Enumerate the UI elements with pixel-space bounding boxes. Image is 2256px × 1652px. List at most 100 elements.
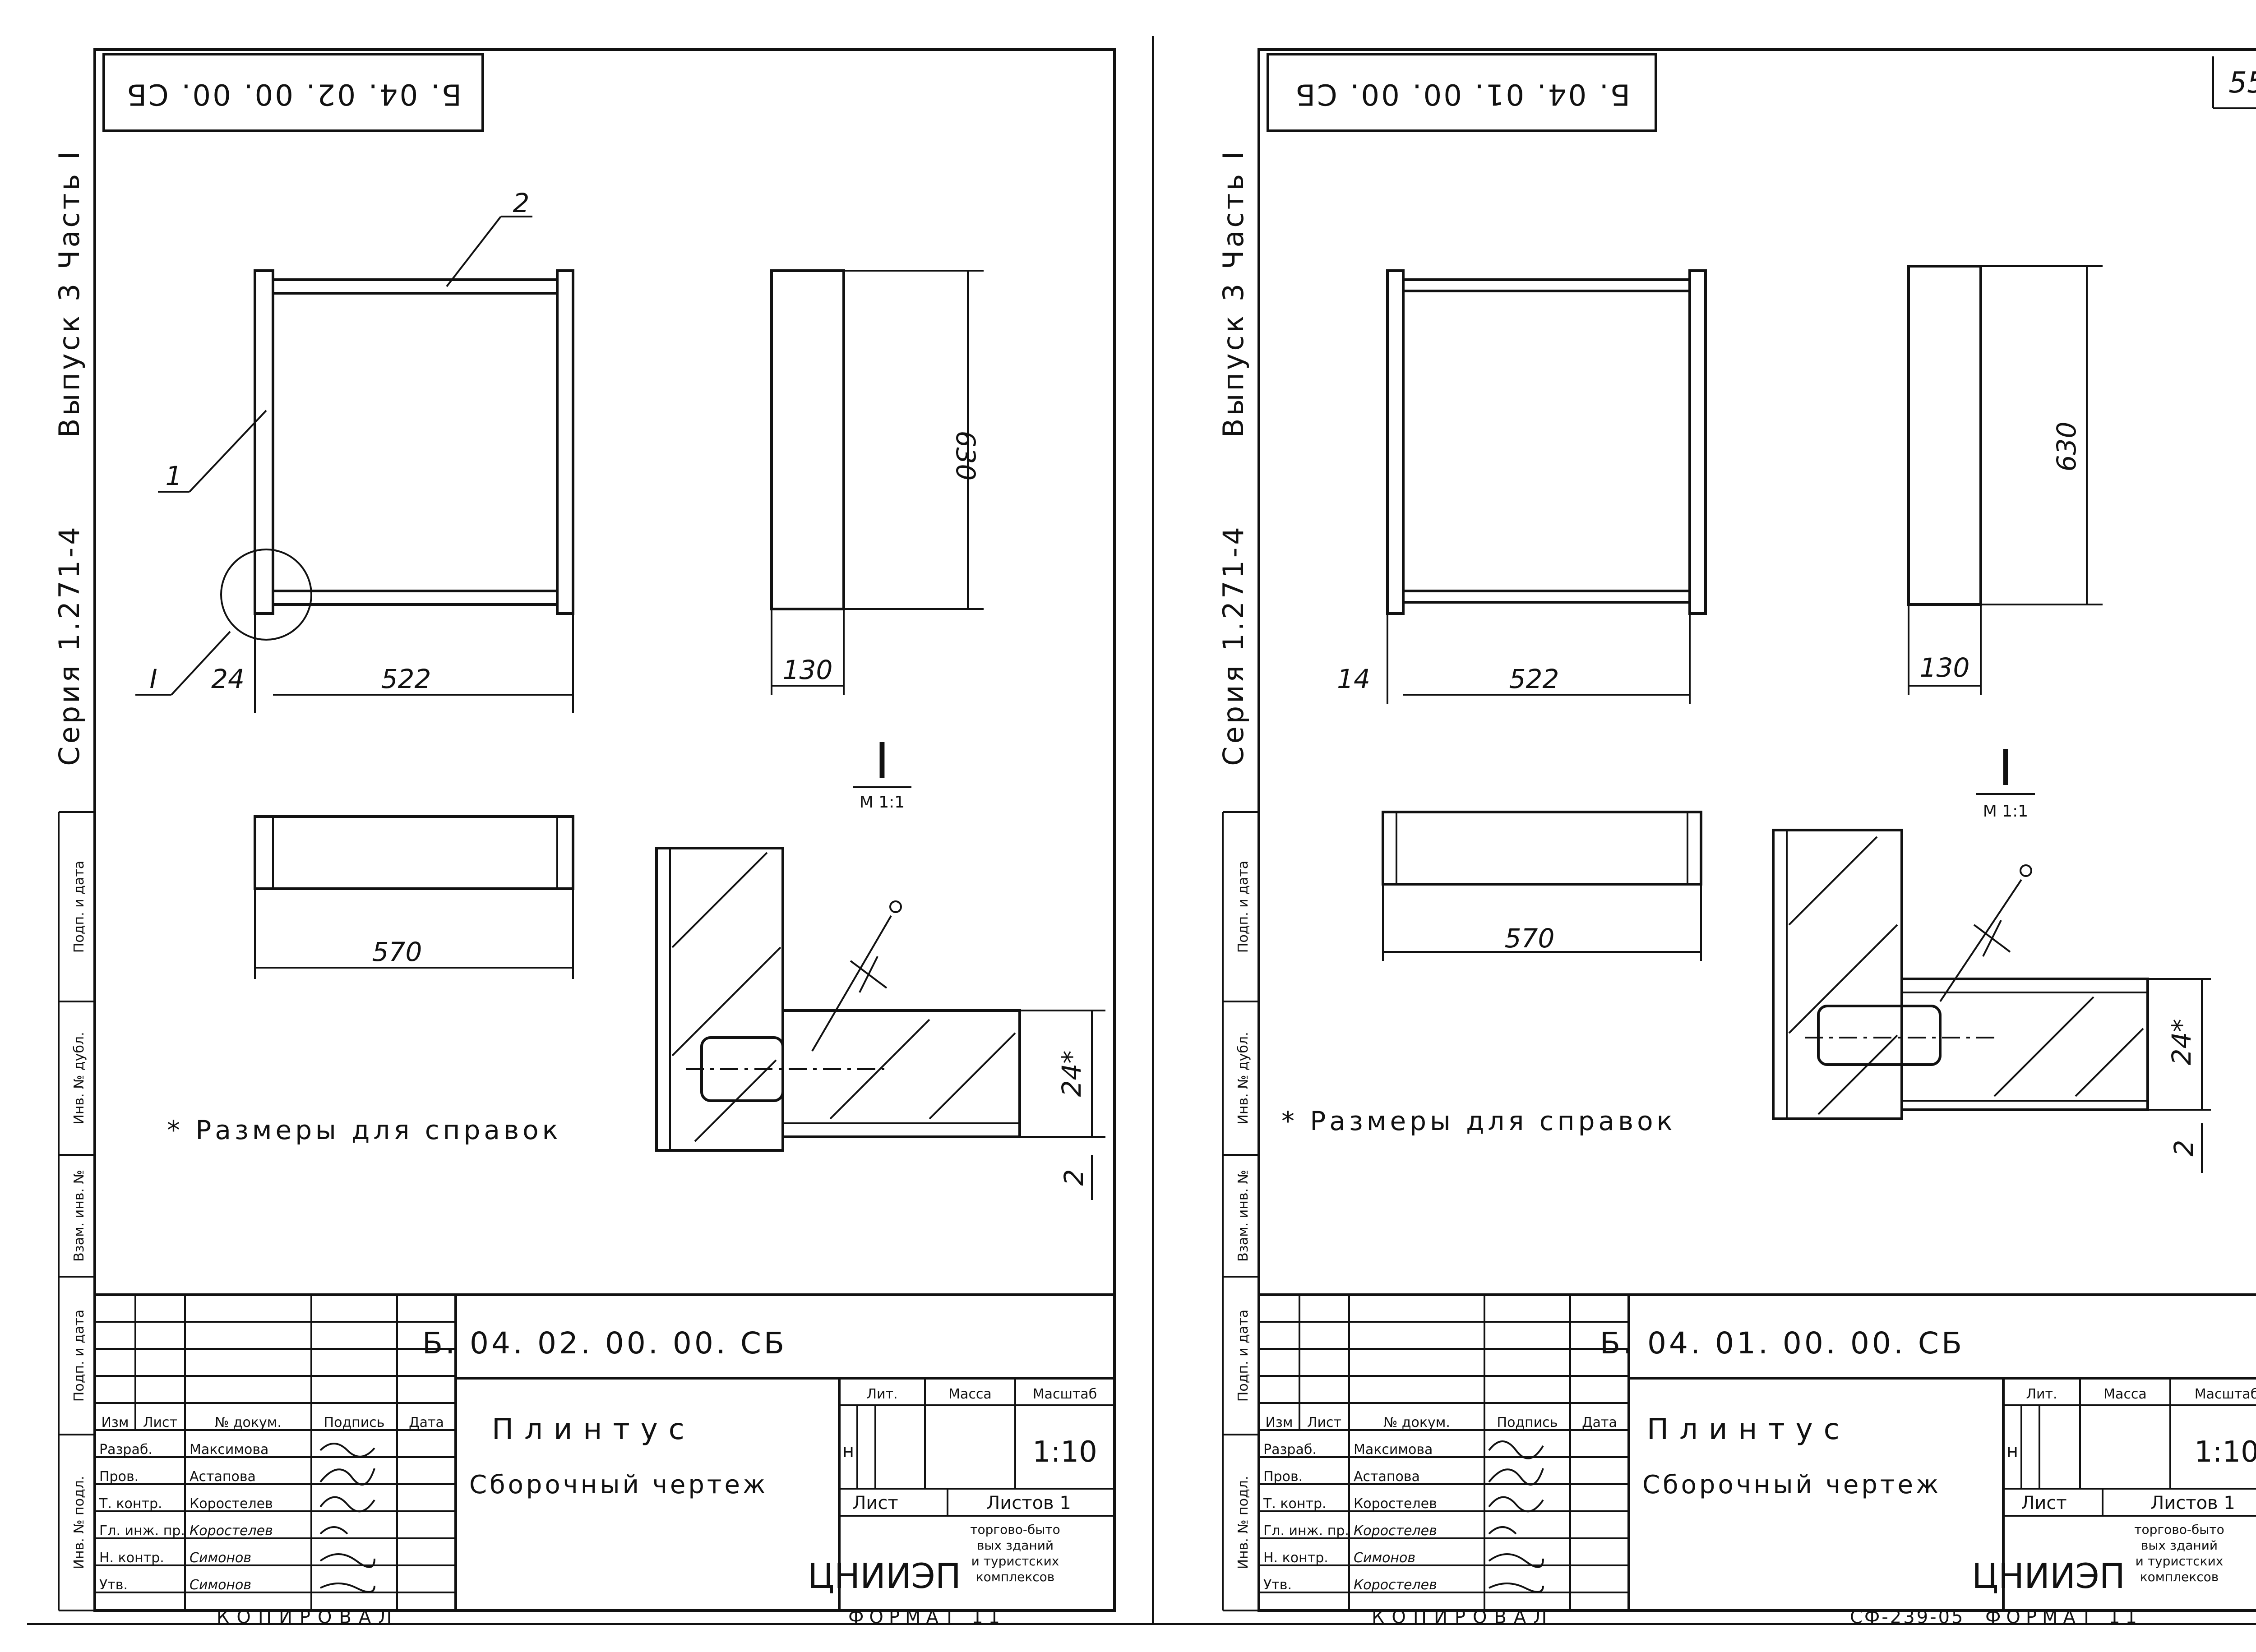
lit-value: н [842, 1441, 854, 1462]
role-label: Разраб. [1263, 1442, 1317, 1458]
margin-label: Взам. инв. № [1235, 1170, 1251, 1262]
person-name: Коростелев [1354, 1577, 1437, 1593]
margin-label: Инв. № подл. [1235, 1476, 1251, 1569]
plan-view: 570 [254, 815, 574, 979]
col-header: Подпись [1497, 1415, 1558, 1431]
series-label: Серия 1.271-4 [1217, 524, 1250, 766]
corner-code: Б. 04. 02. 00. 00. СБ [125, 77, 462, 111]
scale-label: Масштаб [1033, 1386, 1097, 1402]
corner-code-box [1267, 53, 1657, 132]
detail-scale: М 1:1 [860, 793, 905, 812]
sheet-label: Лист [852, 1493, 898, 1514]
sheets-total: Листов 1 [986, 1493, 1071, 1514]
org-full-line: вых зданий [977, 1538, 1054, 1553]
margin-label: Подп. и дата [1235, 1310, 1251, 1402]
corner-code-box [102, 53, 484, 132]
person-name: Коростелев [190, 1496, 273, 1512]
dim-detail-small: 2 [2168, 1140, 2199, 1157]
role-label: Т. контр. [99, 1496, 162, 1512]
person-name: Максимова [190, 1442, 268, 1458]
signature [1488, 1526, 1517, 1535]
signature [319, 1526, 348, 1535]
col-header: Изм [101, 1415, 129, 1431]
signature [1488, 1468, 1544, 1486]
person-name: Максимова [1354, 1442, 1433, 1458]
col-header: № докум. [1383, 1415, 1450, 1431]
sheet-right: Подп. и дата Инв. № дубл. Взам. инв. № П… [1217, 48, 2256, 1612]
role-label: Н. контр. [1263, 1550, 1328, 1566]
page-number-box: 55 [2212, 56, 2256, 109]
role-label: Пров. [1263, 1469, 1303, 1485]
signature [320, 1583, 375, 1593]
issue-label: Выпуск 3 Часть I [1217, 149, 1250, 438]
margin-label: Инв. № дубл. [71, 1032, 87, 1124]
org-short: ЦНИИЭП [808, 1556, 961, 1596]
detail-view: I М 1:1 24* 2 [1772, 739, 2211, 1173]
callout-pos2: 2 [513, 188, 530, 218]
org-full-line: торгово-быто [970, 1522, 1060, 1537]
org-full-line: вых зданий [2141, 1538, 2218, 1553]
role-label: Разраб. [99, 1442, 153, 1458]
detail-scale: М 1:1 [1983, 802, 2028, 821]
role-label: Утв. [99, 1577, 128, 1593]
person-name: Коростелев [190, 1523, 273, 1539]
stamp-code: Б. 04. 01. 00. 00. СБ [1600, 1326, 1965, 1361]
scale-value: 1:10 [2194, 1435, 2256, 1469]
stamp-name: Плинтус [1647, 1413, 1850, 1446]
dim-depth: 130 [783, 655, 833, 685]
signature [1488, 1440, 1544, 1459]
detail-view: I М 1:1 24* 2 [655, 732, 1105, 1200]
mass-label: Масса [2103, 1386, 2147, 1402]
margin-label: Подп. и дата [71, 861, 87, 953]
issue-label: Выпуск 3 Часть I [53, 149, 86, 438]
detail-circle [220, 549, 312, 641]
sheets-total: Листов 1 [2150, 1493, 2235, 1514]
lit-value: н [2006, 1441, 2018, 1462]
corner-code: Б. 04. 01. 00. 00. СБ [1294, 77, 1630, 111]
dim-length: 570 [1505, 923, 1555, 954]
col-header: Подпись [324, 1415, 385, 1431]
dim-depth: 130 [1920, 652, 1970, 683]
org-full-line: и туристских [971, 1554, 1059, 1569]
title-block: Б. 04. 01. 00. 00. СБ Плинтус Сборочный … [1257, 1293, 2256, 1612]
reference-note: * Размеры для справок [167, 1115, 562, 1145]
role-label: Гл. инж. пр. [1263, 1523, 1349, 1539]
person-name: Астапова [1354, 1469, 1420, 1485]
org-full-line: торгово-быто [2134, 1522, 2224, 1537]
role-label: Гл. инж. пр. [99, 1523, 185, 1539]
signature [319, 1443, 375, 1458]
sheet-label: Лист [2021, 1493, 2066, 1514]
role-label: Т. контр. [1263, 1496, 1327, 1512]
dim-width: 522 [1509, 664, 1559, 694]
person-name: Симонов [1354, 1550, 1415, 1566]
col-header: Лист [143, 1415, 177, 1431]
lit-label: Лит. [2026, 1386, 2057, 1402]
page-number: 55 [2228, 66, 2256, 100]
scale-label: Масштаб [2195, 1386, 2256, 1402]
person-name: Симонов [190, 1577, 251, 1593]
org-short: ЦНИИЭП [1972, 1556, 2125, 1596]
callout-node: I [149, 664, 157, 694]
dim-detail-height: 24* [2166, 1019, 2197, 1066]
dim-offset: 24 [211, 664, 245, 694]
col-header: Дата [409, 1415, 444, 1431]
margin-label: Инв. № подл. [71, 1476, 87, 1569]
org-full-line: комплексов [2140, 1569, 2219, 1584]
dim-offset: 14 [1337, 664, 1370, 694]
side-view: 630 130 [770, 269, 984, 695]
stamp-name: Плинтус [492, 1413, 695, 1446]
stamp-subname: Сборочный чертеж [469, 1470, 768, 1500]
front-view: 522 14 [1337, 269, 1707, 704]
person-name: Коростелев [1354, 1496, 1437, 1512]
person-name: Астапова [190, 1469, 256, 1485]
signature [319, 1553, 375, 1568]
person-name: Симонов [190, 1550, 251, 1566]
signature [1488, 1496, 1544, 1513]
person-name: Коростелев [1354, 1523, 1437, 1539]
role-label: Пров. [99, 1469, 139, 1485]
role-label: Утв. [1263, 1577, 1292, 1593]
dim-height: 630 [2051, 422, 2082, 472]
detail-label: I [875, 732, 889, 790]
dim-height: 630 [950, 431, 981, 481]
detail-label: I [1998, 739, 2013, 797]
